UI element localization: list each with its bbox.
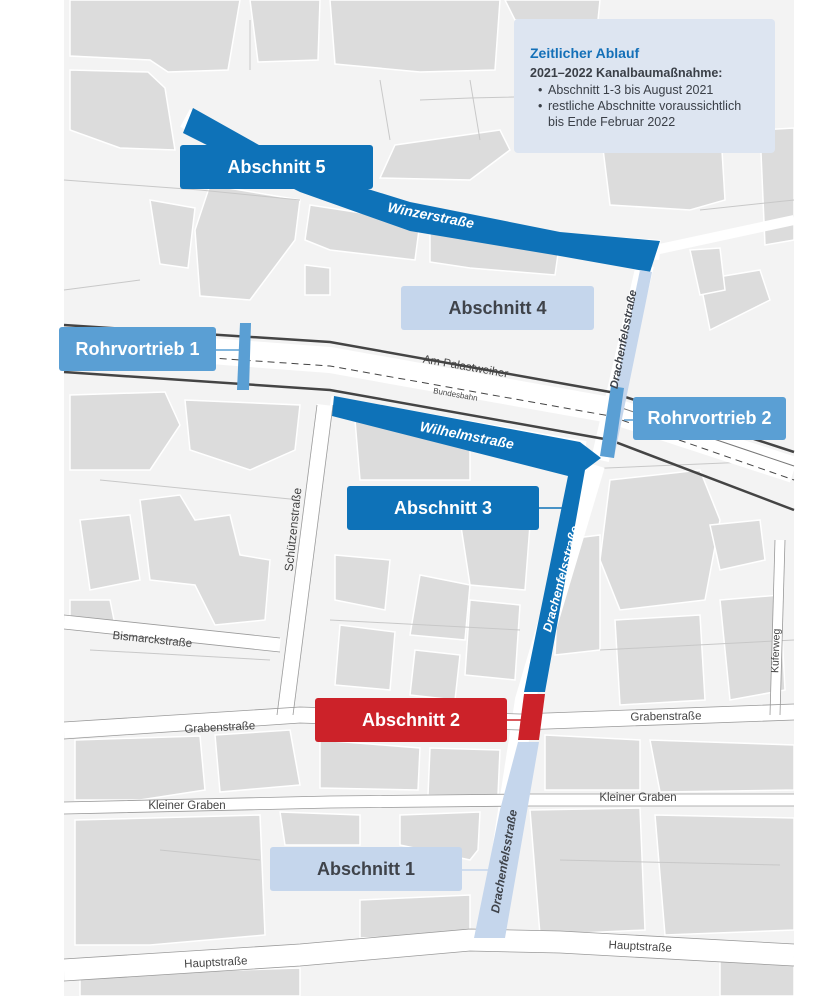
pipe-jacking-2-label: Rohrvortrieb 2 (633, 397, 786, 440)
timeline-subtitle: 2021–2022 Kanalbaumaßnahme: (530, 66, 723, 80)
section-5-area (183, 108, 660, 272)
pipe-jacking-1-label: Rohrvortrieb 1 (59, 327, 216, 371)
label-connectors (215, 349, 634, 421)
section-3-label: Abschnitt 3 (347, 486, 539, 530)
street-label-haupt-right: Hauptstraße (608, 939, 672, 954)
timeline-info-box: Zeitlicher Ablauf 2021–2022 Kanalbaumaßn… (514, 19, 775, 153)
pipe-jacking-2-area (600, 386, 624, 458)
street-label-kuefer: Küferweg (769, 628, 783, 673)
timeline-title: Zeitlicher Ablauf (530, 45, 640, 61)
street-label-kleiner-left: Kleiner Graben (148, 800, 225, 812)
pipe-jacking-1-area (237, 323, 251, 390)
timeline-item: restliche Abschnitte voraussichtlich (538, 98, 761, 114)
street-label-graben-left: Grabenstraße (184, 720, 255, 736)
section-2-label: Abschnitt 2 (315, 698, 507, 742)
timeline-item-continued: bis Ende Februar 2022 (548, 115, 676, 129)
section-5-label: Abschnitt 5 (180, 145, 373, 189)
timeline-list: Abschnitt 1-3 bis August 2021 restliche … (530, 82, 761, 114)
section-1-label: Abschnitt 1 (270, 847, 462, 891)
section-4-label: Abschnitt 4 (401, 286, 594, 330)
section-1-area (474, 742, 539, 938)
timeline-item: Abschnitt 1-3 bis August 2021 (538, 82, 761, 98)
street-label-graben-right: Grabenstraße (630, 710, 701, 723)
street-label-kleiner-right: Kleiner Graben (599, 792, 676, 804)
section-2-area (518, 694, 545, 740)
street-label-haupt-left: Hauptstraße (184, 955, 248, 970)
